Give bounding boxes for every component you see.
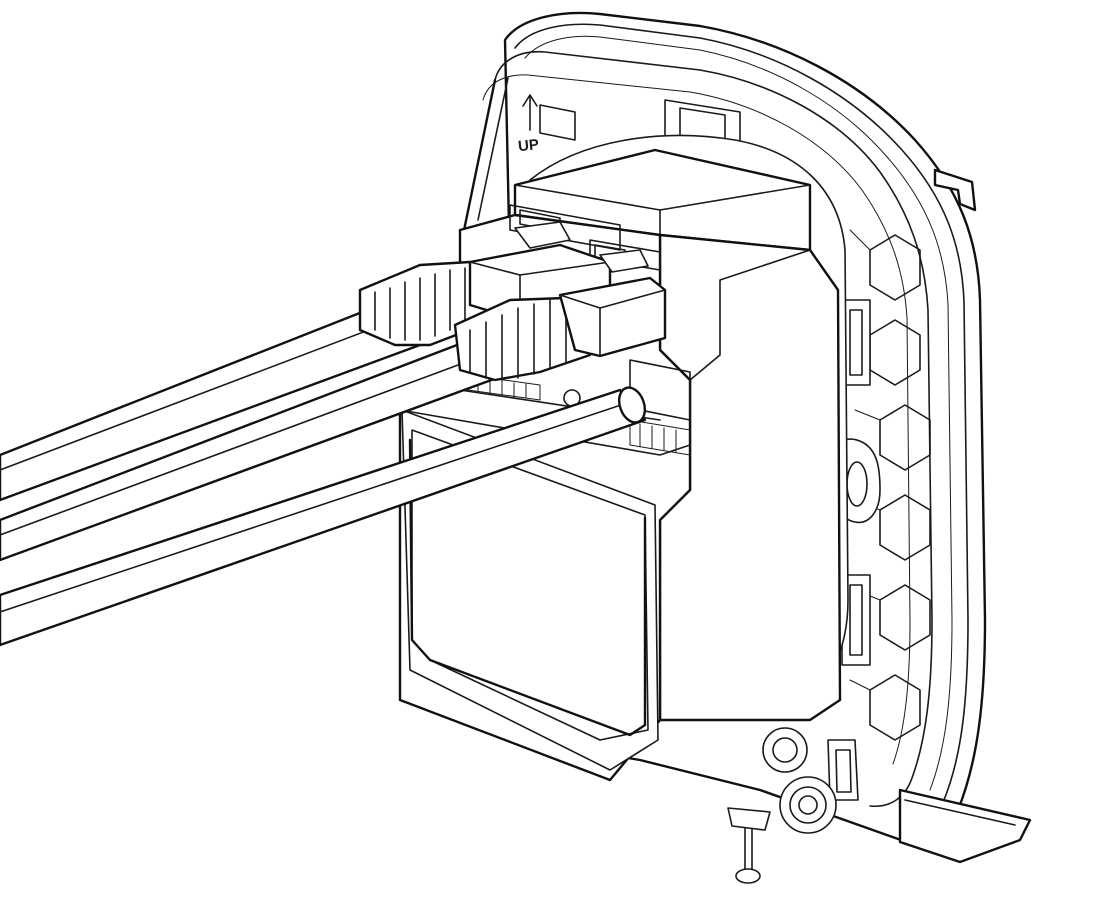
up-label: UP [517, 136, 540, 155]
orientation-marker: UP [517, 94, 540, 155]
screw-bosses [727, 727, 837, 884]
ethernet-cable-upper [0, 221, 612, 502]
ethernet-cable-middle [0, 249, 667, 562]
up-arrow-icon [522, 94, 538, 131]
ethernet-cable-lower [0, 386, 647, 647]
device-body [398, 134, 849, 782]
